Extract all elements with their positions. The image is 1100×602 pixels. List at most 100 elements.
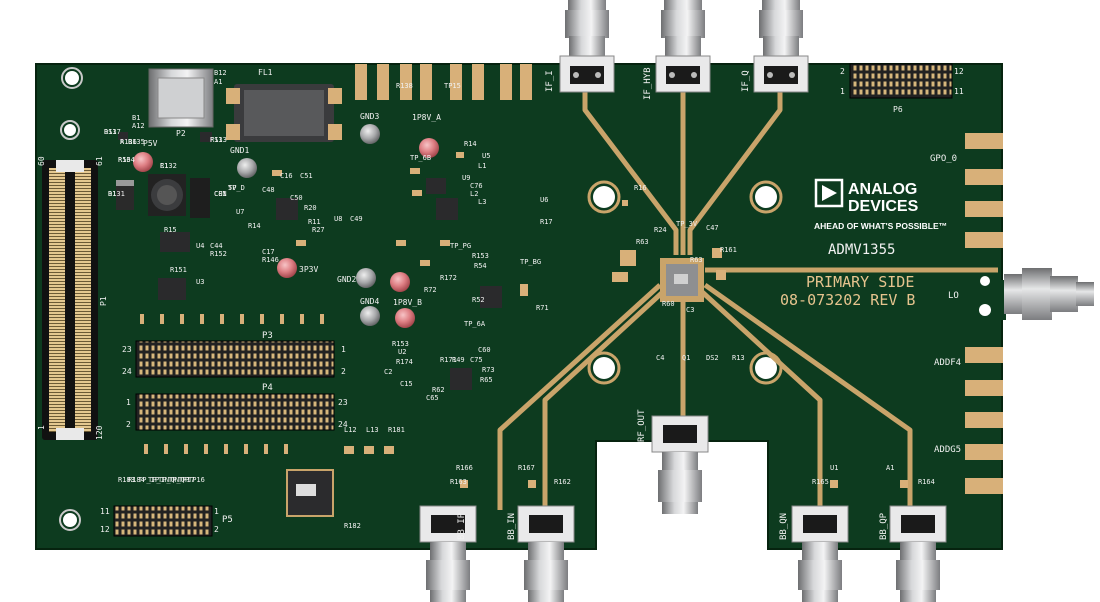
- component-label: R164: [918, 478, 935, 486]
- logo-tagline: AHEAD OF WHAT'S POSSIBLE™: [814, 221, 947, 231]
- label-if-q: IF_Q: [741, 70, 751, 92]
- component-label: DS2: [706, 354, 719, 362]
- p5-pin-11: 11: [100, 507, 110, 516]
- usb-pin-a1: A1: [214, 78, 222, 86]
- top-fingers: [355, 64, 532, 100]
- component-label: U7: [236, 208, 244, 216]
- p1-connector: [42, 160, 98, 440]
- component-label: R146: [262, 256, 279, 264]
- component-label: R135: [128, 138, 145, 146]
- component-label: R14: [464, 140, 477, 148]
- label-1p8v-b: 1P8V_B: [393, 298, 422, 307]
- component-label: R24: [654, 226, 667, 234]
- sma-top-connectors: [559, 0, 809, 93]
- component-label: R20: [304, 204, 317, 212]
- component-label: R14: [248, 222, 261, 230]
- component-label: C1: [160, 162, 168, 170]
- passives: [272, 152, 908, 488]
- component-label: R167: [518, 464, 535, 472]
- component-label: R153: [392, 340, 409, 348]
- component-label: C75: [470, 356, 483, 364]
- label-p3: P3: [262, 331, 273, 341]
- tp-1p8v-a: [419, 138, 439, 158]
- p6-pin-12: 12: [954, 67, 964, 76]
- component-label: R17: [540, 218, 553, 226]
- component-label: R63: [636, 238, 649, 246]
- component-label: C17: [262, 248, 275, 256]
- component-label: R163: [450, 478, 467, 486]
- component-label: TP_6B: [410, 154, 431, 162]
- sma-bottom-connectors: [419, 415, 947, 602]
- p6-pin-1: 1: [840, 87, 845, 96]
- component-label: D1: [108, 190, 116, 198]
- label-fl1: FL1: [258, 68, 273, 77]
- component-label: R151: [170, 266, 187, 274]
- component-label: R11: [308, 218, 321, 226]
- label-lo: LO: [948, 291, 959, 301]
- p5-pin-1: 1: [214, 507, 219, 516]
- label-1p8v-a: 1P8V_A: [412, 113, 441, 122]
- p3-header: [135, 340, 335, 378]
- p6-header: [849, 63, 953, 99]
- tp-p5v: [133, 152, 153, 172]
- resistor-rows: [140, 314, 324, 454]
- p5-pin-12: 12: [100, 525, 110, 534]
- label-gnd3: GND3: [360, 112, 379, 121]
- p4-header: [135, 393, 335, 431]
- side-label: PRIMARY SIDE: [806, 273, 914, 291]
- component-label: R60: [662, 300, 675, 308]
- component-label: TP_IN: [148, 476, 169, 484]
- component-label: C48: [262, 186, 275, 194]
- component-label: TP15: [444, 82, 461, 90]
- label-bb-in: BB_IN: [507, 513, 517, 540]
- component-label: CEN: [214, 190, 227, 198]
- p5-pin-2: 2: [214, 525, 219, 534]
- p4-pin-23: 23: [338, 398, 348, 407]
- analog-devices-logo: ANALOG DEVICES AHEAD OF WHAT'S POSSIBLE™: [814, 178, 947, 231]
- component-label: TP16: [188, 476, 205, 484]
- component-label: 5V: [228, 184, 237, 192]
- label-addf4: ADDF4: [934, 358, 961, 368]
- p3-pin-1: 1: [341, 345, 346, 354]
- component-label: R162: [554, 478, 571, 486]
- component-label: L13: [366, 426, 379, 434]
- component-label: R181: [388, 426, 405, 434]
- p3-pin-23: 23: [122, 345, 132, 354]
- tp-gnd2: [356, 268, 376, 288]
- component-label: C4: [656, 354, 664, 362]
- component-label: L3: [478, 198, 486, 206]
- component-label: TP_PG: [450, 242, 471, 250]
- component-label: U2: [398, 348, 406, 356]
- component-label: U3: [196, 278, 204, 286]
- bulk-capacitor: [116, 174, 210, 218]
- component-label: L12: [344, 426, 357, 434]
- component-label: Q1: [682, 354, 690, 362]
- component-label: R184: [128, 476, 145, 484]
- component-label: R174: [396, 358, 413, 366]
- component-label: R134: [118, 156, 135, 164]
- label-if-i: IF_I: [545, 70, 555, 92]
- tp-gnd3: [360, 124, 380, 144]
- logo-line2: DEVICES: [848, 198, 919, 215]
- component-label: R72: [424, 286, 437, 294]
- component-label: R166: [456, 464, 473, 472]
- component-label: TP_D: [228, 184, 245, 192]
- component-label: A1: [886, 464, 894, 472]
- label-if-hyb: IF_HYB: [643, 67, 653, 100]
- component-label: R172: [440, 274, 457, 282]
- label-addg5: ADDG5: [934, 445, 961, 455]
- gray-test-points: [237, 124, 380, 326]
- component-label: L2: [470, 190, 478, 198]
- red-test-points: [133, 138, 439, 328]
- tp-1p8v-b: [395, 308, 415, 328]
- component-label: R182: [344, 522, 361, 530]
- component-label: R171: [440, 356, 457, 364]
- label-gpo0: GPO_0: [930, 154, 957, 164]
- edge-fingers: [965, 133, 1003, 494]
- label-rf-out: RF_OUT: [637, 409, 647, 442]
- component-label: R131: [108, 190, 125, 198]
- component-label: R136: [120, 138, 137, 146]
- component-label: C47: [706, 224, 719, 232]
- component-label: TP_BG: [520, 258, 541, 266]
